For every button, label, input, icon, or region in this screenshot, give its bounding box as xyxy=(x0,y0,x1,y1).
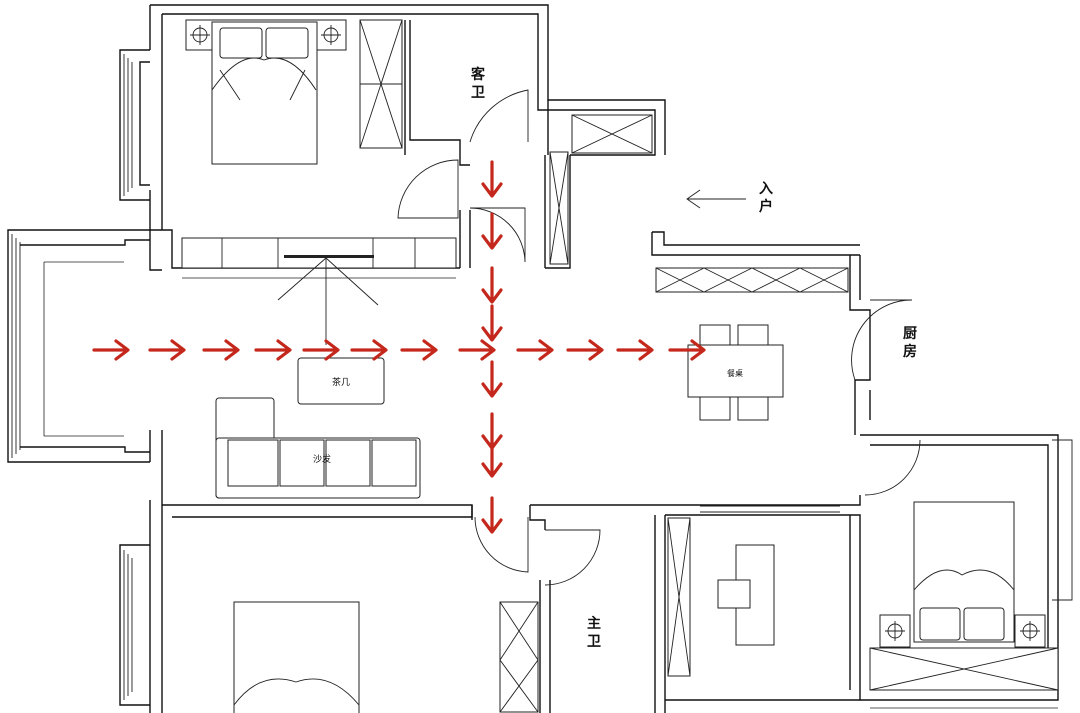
bed-bottom-left xyxy=(233,601,360,713)
red-chevron-arrow-icon xyxy=(202,339,240,361)
entrance-label-2: 户 xyxy=(759,198,773,215)
red-chevron-arrow-icon xyxy=(148,339,186,361)
red-chevron-arrow-icon xyxy=(566,339,604,361)
red-chevron-arrow-icon xyxy=(616,339,654,361)
coffee-table-label: 茶几 xyxy=(332,376,350,388)
red-chevron-arrow-icon xyxy=(481,360,503,398)
sofa-label: 沙发 xyxy=(313,453,331,465)
red-chevron-arrow-icon xyxy=(302,339,340,361)
bed-top-left xyxy=(185,19,347,165)
shoe-cabinet xyxy=(549,114,653,265)
kitchen-counter xyxy=(655,267,849,293)
kitchen-label-1: 厨 xyxy=(903,326,917,342)
red-chevron-arrow-icon xyxy=(481,160,503,198)
study-furniture xyxy=(667,505,840,677)
master-bath-cabinet xyxy=(499,601,539,713)
guest-bath-label-2: 卫 xyxy=(471,85,485,101)
entrance-label-1: 入 xyxy=(759,181,773,197)
wardrobe-top xyxy=(359,19,403,149)
red-chevron-arrow-icon xyxy=(254,339,292,361)
tv-cabinet xyxy=(181,237,457,345)
kitchen-label-2: 房 xyxy=(903,343,917,360)
red-chevron-arrow-icon xyxy=(400,339,438,361)
sofa: 沙发 xyxy=(215,397,421,499)
master-bath-label-2: 卫 xyxy=(587,634,601,650)
red-chevron-arrow-icon xyxy=(481,496,503,534)
red-chevron-arrow-icon xyxy=(92,339,130,361)
room-labels: 客 卫 入 户 厨 房 主 卫 xyxy=(470,66,917,650)
red-chevron-arrow-icon xyxy=(481,266,503,304)
red-chevron-arrow-icon xyxy=(668,339,706,361)
dining-table: 餐桌 xyxy=(687,324,784,421)
master-bath-label-1: 主 xyxy=(587,615,601,632)
red-chevron-arrow-icon xyxy=(350,339,388,361)
red-chevron-arrow-icon xyxy=(481,212,503,250)
red-chevron-arrow-icon xyxy=(481,440,503,478)
dimension-lines xyxy=(43,261,1058,709)
walls xyxy=(7,4,1073,713)
doors xyxy=(397,89,921,586)
guest-bath-label-1: 客 xyxy=(470,66,486,83)
thin-left-arrow-icon xyxy=(686,189,746,209)
dining-table-label: 餐桌 xyxy=(727,368,743,378)
coffee-table: 茶几 xyxy=(297,357,385,405)
red-chevron-arrow-icon xyxy=(481,304,503,342)
circulation-arrows xyxy=(92,160,706,534)
bed-right xyxy=(869,501,1059,691)
red-chevron-arrow-icon xyxy=(516,339,554,361)
red-chevron-arrow-icon xyxy=(458,339,496,361)
